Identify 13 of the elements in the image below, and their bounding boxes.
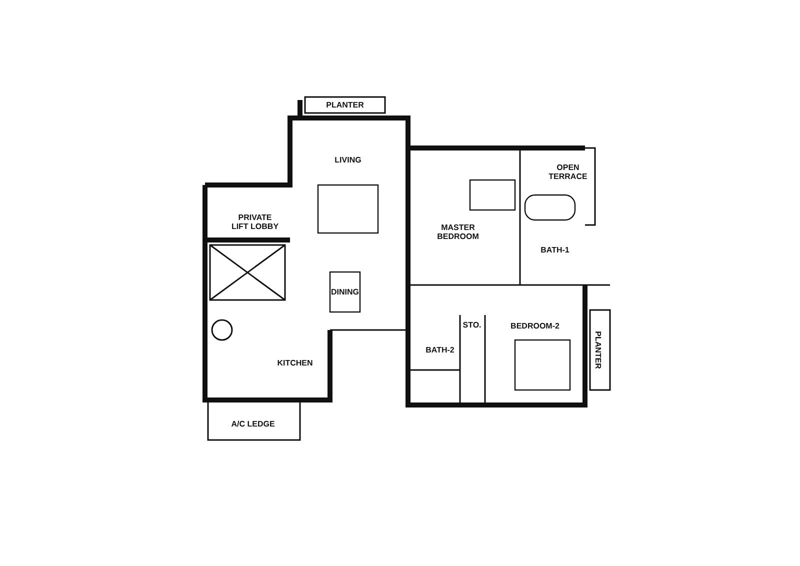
planter-label: PLANTER [594, 331, 602, 369]
room-label: BEDROOM-2 [510, 322, 560, 330]
room-label: LIVING [334, 156, 362, 164]
room-label: MASTER BEDROOM [436, 223, 480, 241]
room-label: BATH-1 [540, 246, 570, 254]
room-label: OPEN TERRACE [548, 163, 588, 181]
room-label: KITCHEN [276, 358, 314, 368]
planter-label: PLANTER [325, 100, 365, 110]
room-label: DINING [330, 288, 360, 296]
room-label: A/C LEDGE [230, 420, 276, 428]
room-label: STO. [462, 320, 482, 330]
room-label: BATH-2 [424, 346, 456, 354]
room-label: PRIVATE LIFT LOBBY [230, 213, 280, 231]
